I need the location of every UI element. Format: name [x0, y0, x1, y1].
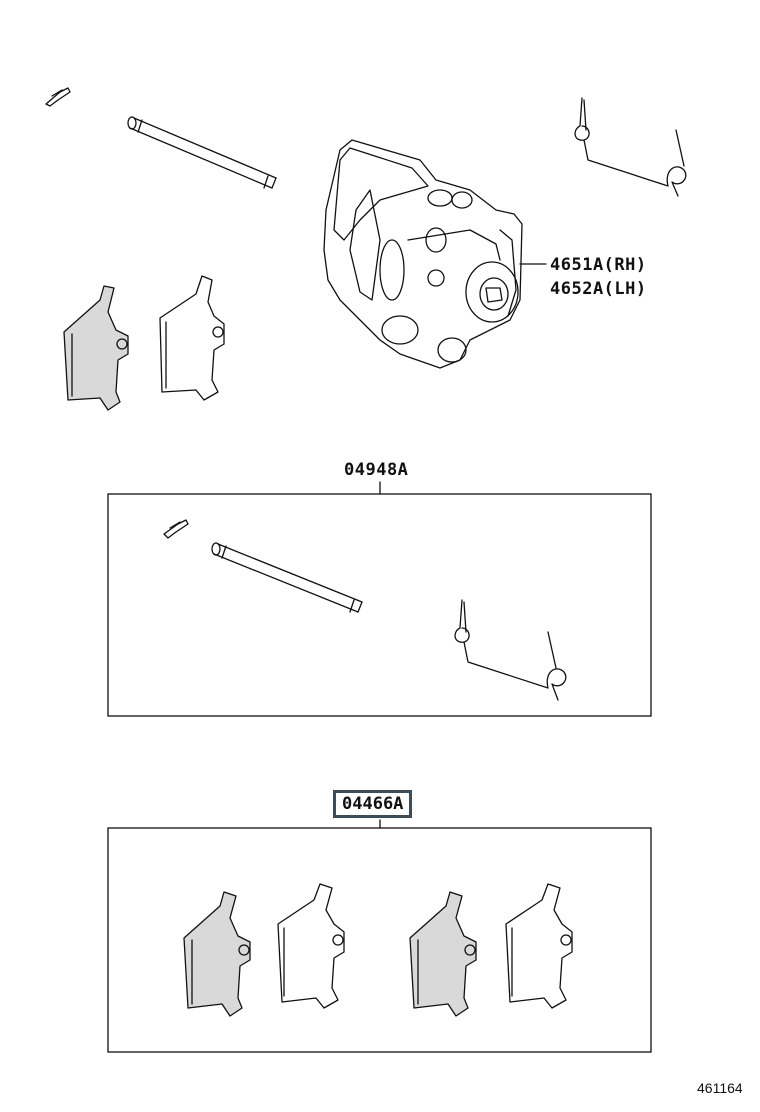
caliper-lh-label[interactable]: 4652A(LH) — [550, 279, 647, 299]
guide-pin — [127, 116, 277, 189]
kit-hardware-box — [107, 493, 652, 717]
caliper-rh-label[interactable]: 4651A(RH) — [550, 255, 647, 275]
brake-pad-inner — [63, 285, 129, 411]
kit-pads-box — [107, 827, 652, 1053]
kit-pad-1 — [183, 891, 251, 1017]
brake-pad-outer — [159, 275, 225, 401]
anti-rattle-spring — [574, 97, 687, 197]
kit-hardware-label[interactable]: 04948A — [344, 460, 409, 480]
kit-pad-2 — [277, 883, 345, 1009]
kit-anti-rattle-spring — [454, 599, 567, 701]
kit-guide-pin — [211, 542, 363, 613]
diagram-id: 461164 — [697, 1080, 743, 1096]
caliper-assembly — [323, 139, 547, 369]
kit-pad-3 — [409, 891, 477, 1017]
clip-part — [45, 87, 71, 107]
kit-pad-4 — [505, 883, 573, 1009]
kit-pads-label[interactable]: 04466A — [333, 790, 413, 818]
kit-clip — [163, 519, 189, 539]
